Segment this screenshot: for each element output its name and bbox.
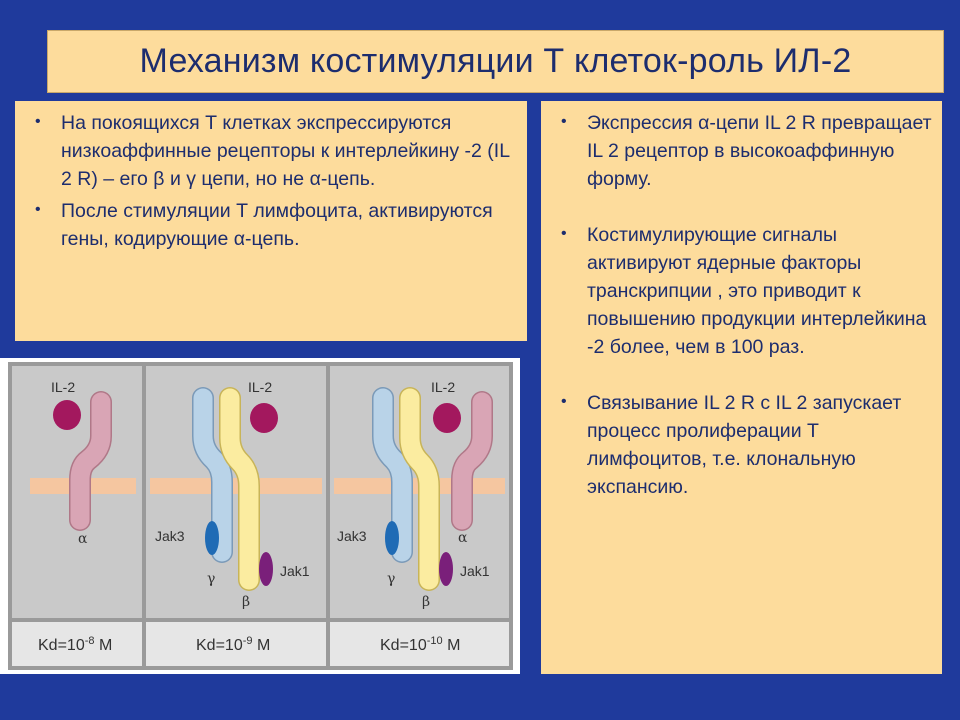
kd-cell xyxy=(146,622,326,666)
bullet-item: На покоящихся Т клетках экспрессируются … xyxy=(31,108,511,193)
il2-label: IL-2 xyxy=(51,379,75,395)
jak3-molecule xyxy=(385,521,399,555)
jak1-molecule xyxy=(439,552,453,586)
jak3-label: Jak3 xyxy=(337,528,367,544)
panel-3: IL-2 Jak3 α γ Jak1 β Kd=10-10 M xyxy=(330,366,509,666)
slide-title: Механизм костимуляции Т клеток-роль ИЛ-2 xyxy=(139,42,852,80)
panel-1: IL-2 α Kd=10-8 M xyxy=(12,366,142,666)
gamma-chain xyxy=(193,388,232,562)
beta-label: β xyxy=(422,594,430,610)
kd-label: Kd=10-9 M xyxy=(196,635,270,654)
il2-receptor-figure: IL-2 α Kd=10-8 M IL-2 Jak3 γ xyxy=(0,358,520,674)
beta-label: β xyxy=(242,594,250,610)
right-text-box: Экспрессия α-цепи IL 2 R превращает IL 2… xyxy=(541,101,942,674)
jak1-molecule xyxy=(259,552,273,586)
kd-cell xyxy=(12,622,142,666)
il2-molecule xyxy=(433,403,461,433)
alpha-label: α xyxy=(78,531,88,547)
gamma-label: γ xyxy=(387,571,395,587)
beta-chain xyxy=(400,388,439,590)
kd-label: Kd=10-8 M xyxy=(38,635,112,654)
title-box: Механизм костимуляции Т клеток-роль ИЛ-2 xyxy=(47,30,944,93)
right-bullet-list: Экспрессия α-цепи IL 2 R превращает IL 2… xyxy=(557,108,932,501)
il2-label: IL-2 xyxy=(248,379,272,395)
kd-cell xyxy=(330,622,509,666)
il2-molecule xyxy=(250,403,278,433)
alpha-chain xyxy=(70,392,111,530)
beta-chain xyxy=(220,388,259,590)
bullet-item: Экспрессия α-цепи IL 2 R превращает IL 2… xyxy=(557,108,932,193)
gamma-chain xyxy=(373,388,412,562)
alpha-label: α xyxy=(458,530,468,546)
bullet-item: Связывание IL 2 R с IL 2 запускает проце… xyxy=(557,388,932,501)
jak3-molecule xyxy=(205,521,219,555)
il2-label: IL-2 xyxy=(431,379,455,395)
receptor-diagram: IL-2 α Kd=10-8 M IL-2 Jak3 γ xyxy=(8,362,513,670)
jak1-label: Jak1 xyxy=(280,563,310,579)
jak3-label: Jak3 xyxy=(155,528,185,544)
kd-label: Kd=10-10 M xyxy=(380,635,460,654)
bullet-item: После стимуляции Т лимфоцита, активируют… xyxy=(31,196,511,253)
alpha-chain xyxy=(452,392,492,530)
gamma-label: γ xyxy=(207,571,215,587)
jak1-label: Jak1 xyxy=(460,563,490,579)
il2-molecule xyxy=(53,400,81,430)
left-text-box: На покоящихся Т клетках экспрессируются … xyxy=(15,101,527,341)
panel-2: IL-2 Jak3 γ Jak1 β Kd=10-9 M xyxy=(146,366,326,666)
bullet-item: Костимулирующие сигналы активируют ядерн… xyxy=(557,220,932,361)
membrane xyxy=(150,478,322,494)
left-bullet-list: На покоящихся Т клетках экспрессируются … xyxy=(31,108,511,253)
